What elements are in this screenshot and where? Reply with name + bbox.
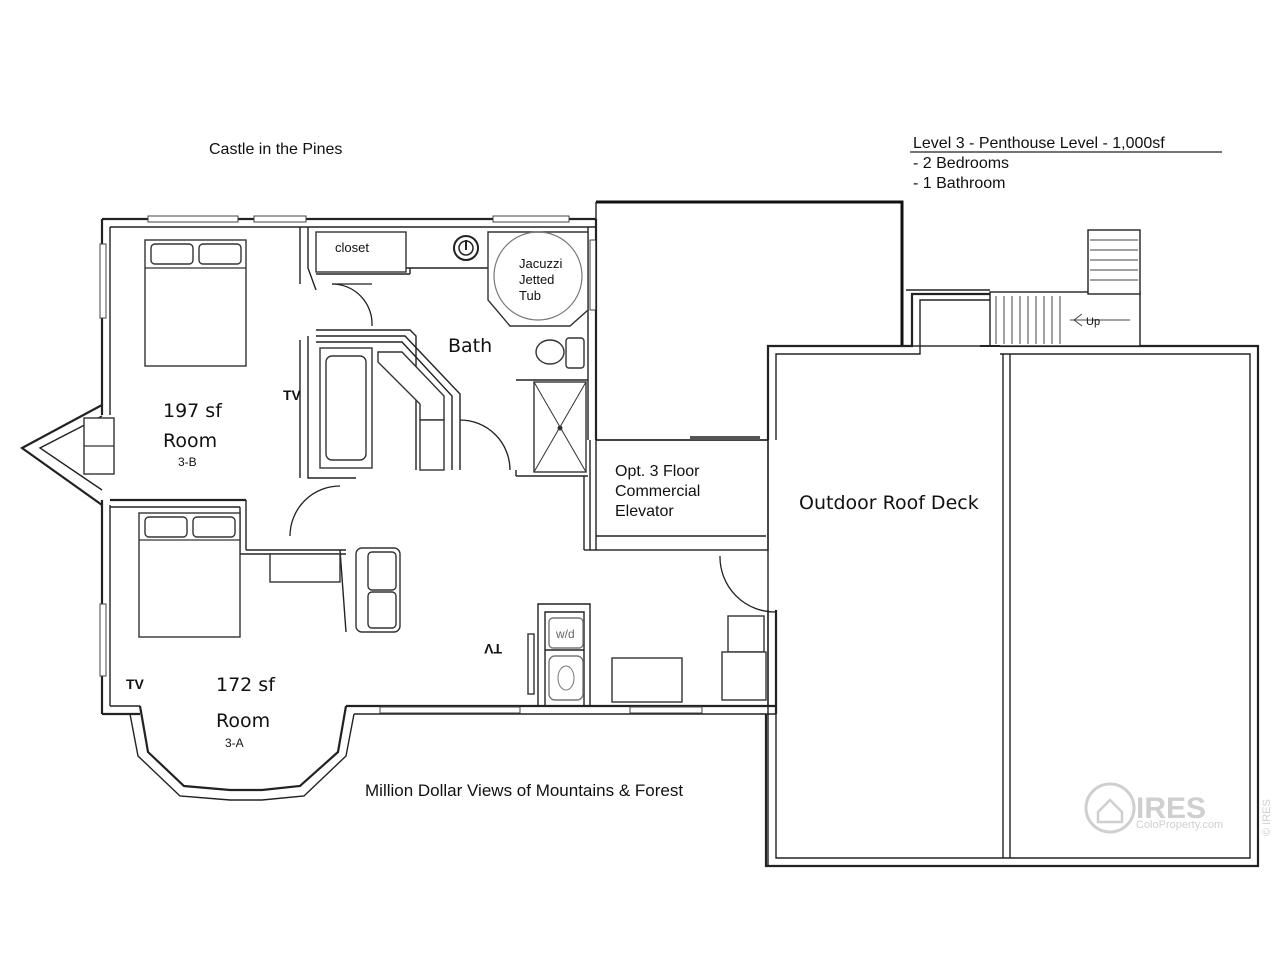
roof-deck [764,289,1260,868]
watermark-sub: ColoProperty.com [1136,819,1223,831]
stair-label: Up [1086,316,1100,328]
room-3b-label: 197 sf Room 3-B [163,400,223,469]
elevator-label: Opt. 3 Floor Commercial Elevator [615,463,700,520]
svg-text:Tub: Tub [519,288,541,303]
laundry-fixtures [527,615,767,703]
bed-3b [144,239,247,367]
room-3a-label: 172 sf Room 3-A [216,674,276,750]
doors [289,283,777,613]
level-summary: Level 3 - Penthouse Level - 1,000sf - 2 … [910,135,1222,192]
bath-label: Bath [448,335,492,357]
level-title: Level 3 - Penthouse Level - 1,000sf [913,135,1165,152]
watermark-side: © IRES [1261,799,1273,836]
svg-text:Jacuzzi: Jacuzzi [519,256,562,271]
tub-label: Jacuzzi Jetted Tub [519,256,562,303]
dresser [83,417,115,475]
bath-fixtures [315,231,589,473]
penthouse-block [595,200,904,440]
ires-watermark: IRES ColoProperty.com © IRES [1084,782,1273,836]
washer-dryer-label: w/d [555,627,575,641]
windows [99,215,703,714]
tv-label-3a: TV [126,676,145,692]
sofa [355,547,401,633]
property-name: Castle in the Pines [209,141,342,158]
svg-text:Commercial: Commercial [615,483,700,500]
room-3b-name: Room [163,430,217,452]
deck-label: Outdoor Roof Deck [799,492,979,514]
level-bedrooms: - 2 Bedrooms [913,155,1009,172]
svg-text:Opt. 3 Floor: Opt. 3 Floor [615,463,700,480]
svg-text:Elevator: Elevator [615,503,674,520]
view-caption: Million Dollar Views of Mountains & Fore… [365,781,683,800]
desk [269,553,341,583]
tv-label-3b: TV [283,387,302,403]
level-bathrooms: - 1 Bathroom [913,175,1005,192]
closet-label: closet [335,240,369,255]
tv-label-living: TV [483,641,502,657]
room-3a-area: 172 sf [216,674,276,696]
room-3b-code: 3-B [178,455,197,469]
room-3a-code: 3-A [225,736,244,750]
stairs: Up [980,229,1141,347]
room-3b-area: 197 sf [163,400,223,422]
svg-text:Jetted: Jetted [519,272,554,287]
watermark-brand: IRES [1136,792,1206,825]
bed-3a [138,512,241,638]
room-3a-name: Room [216,710,270,732]
